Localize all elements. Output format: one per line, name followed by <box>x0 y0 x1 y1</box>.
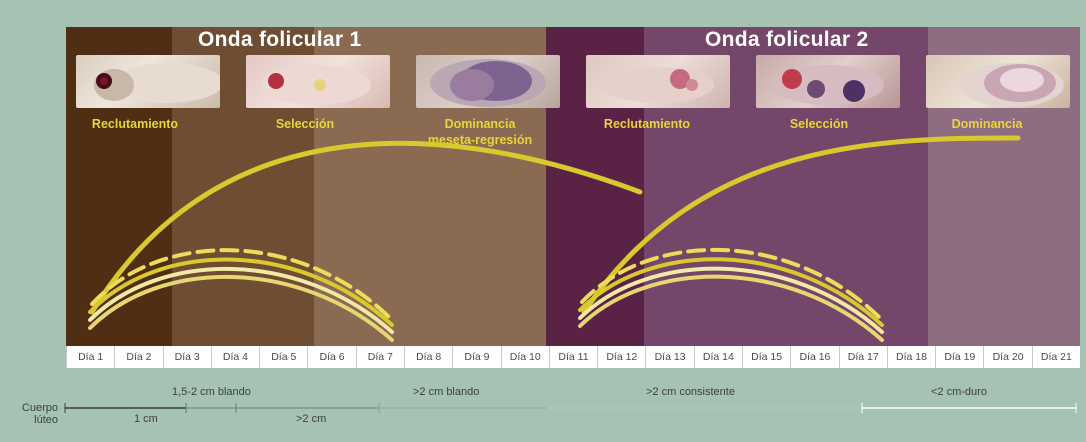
day-cell: Día 10 <box>501 346 549 368</box>
corpus-size-label-2: >2 cm <box>296 413 326 425</box>
dominant-follicle-curve-1 <box>92 143 640 312</box>
day-cell: Día 9 <box>452 346 500 368</box>
day-cell: Día 13 <box>645 346 693 368</box>
day-cell: Día 11 <box>549 346 597 368</box>
day-cell: Día 5 <box>259 346 307 368</box>
day-cell: Día 6 <box>307 346 355 368</box>
consistency-label-3: >2 cm consistente <box>646 386 735 398</box>
day-cell: Día 3 <box>163 346 211 368</box>
consistency-label-1: 1,5-2 cm blando <box>172 386 251 398</box>
wave1-curves <box>90 143 640 340</box>
day-cell: Día 18 <box>887 346 935 368</box>
day-cell: Día 16 <box>790 346 838 368</box>
day-cell: Día 20 <box>983 346 1031 368</box>
day-cell: Día 1 <box>66 346 114 368</box>
day-cell: Día 14 <box>694 346 742 368</box>
day-cell: Día 4 <box>211 346 259 368</box>
corpus-luteum-label: Cuerpo lúteo <box>10 402 58 426</box>
day-cell: Día 12 <box>597 346 645 368</box>
day-cell: Día 19 <box>935 346 983 368</box>
day-cell: Día 21 <box>1032 346 1080 368</box>
day-cell: Día 2 <box>114 346 162 368</box>
day-cell: Día 17 <box>839 346 887 368</box>
day-cell: Día 7 <box>356 346 404 368</box>
day-cell: Día 8 <box>404 346 452 368</box>
wave2-curves <box>580 138 1018 340</box>
day-cell: Día 15 <box>742 346 790 368</box>
corpus-size-label-1: 1 cm <box>134 413 158 425</box>
consistency-label-2: >2 cm blando <box>413 386 479 398</box>
consistency-label-4: <2 cm-duro <box>931 386 987 398</box>
